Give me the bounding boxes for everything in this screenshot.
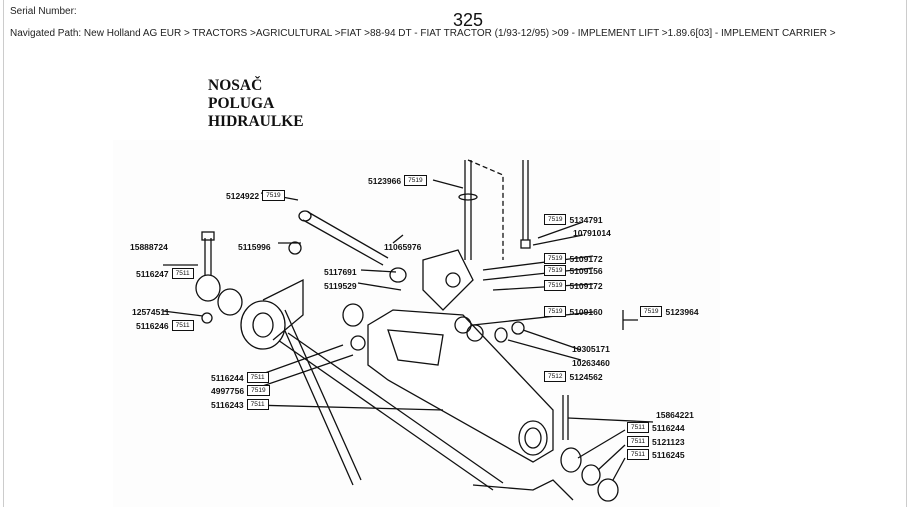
callout: 5119529 (324, 281, 357, 291)
group-code: 7511 (627, 422, 649, 433)
group-code: 7519 (544, 280, 567, 291)
title-line: POLUGA (208, 95, 275, 112)
group-code: 7511 (627, 436, 649, 447)
part-number: 5117691 (324, 267, 357, 277)
group-code: 7519 (544, 253, 567, 264)
part-number: 5134791 (569, 214, 603, 225)
serial-number-label: Serial Number: (10, 6, 77, 17)
title-line: HIDRAULKE (208, 113, 304, 130)
part-number: 10791014 (573, 228, 611, 238)
group-code: 7519 (544, 306, 567, 317)
callout: 5117691 (324, 267, 357, 277)
part-number: 10263460 (572, 358, 610, 368)
part-number: 15888724 (130, 242, 168, 252)
part-number: 5116247 (136, 268, 169, 279)
part-number: 11065976 (384, 242, 422, 252)
group-code: 7519 (262, 190, 285, 201)
part-number: 5116243 (211, 399, 244, 410)
part-number: 5116245 (651, 449, 685, 460)
part-number: 5116244 (651, 422, 685, 433)
part-number: 12574511 (132, 307, 170, 317)
group-code: 7519 (247, 385, 270, 396)
callout: 15864221 (656, 410, 694, 420)
callout: 10263460 (572, 358, 610, 368)
group-code: 7519 (404, 175, 427, 186)
group-code: 7511 (627, 449, 649, 460)
part-number: 4997756 (211, 385, 245, 396)
group-code: 7512 (544, 371, 567, 382)
diagram-title: NOSAČ POLUGA HIDRAULKE (208, 77, 304, 131)
callout: 11065976 (384, 242, 421, 252)
page-number: 325 (453, 10, 484, 30)
part-number: 5109172 (569, 253, 603, 264)
breadcrumb: Navigated Path: New Holland AG EUR > TRA… (10, 28, 836, 39)
page-frame (3, 0, 907, 507)
callout: 10305171 (572, 344, 610, 354)
part-number: 5121123 (651, 436, 685, 447)
part-number: 5109172 (569, 280, 603, 291)
group-code: 7511 (246, 399, 269, 410)
callout: 10791014 (573, 228, 611, 238)
group-code: 7511 (171, 268, 194, 279)
part-number: 5115996 (238, 242, 271, 252)
part-number: 5116246 (136, 320, 169, 331)
callout: 15888724 (130, 242, 168, 252)
group-code: 7519 (544, 265, 567, 276)
part-number: 5123966 (368, 175, 402, 186)
part-number: 5119529 (324, 281, 357, 291)
part-number: 5124562 (569, 371, 603, 382)
part-number: 15864221 (656, 410, 694, 420)
group-code: 7511 (246, 372, 269, 383)
title-line: NOSAČ (208, 77, 263, 94)
part-number: 5116244 (211, 372, 244, 383)
group-code: 7511 (171, 320, 194, 331)
parts-diagram (113, 140, 720, 507)
group-code: 7519 (544, 214, 567, 225)
group-code: 7519 (640, 306, 663, 317)
callout: 5115996 (238, 242, 271, 252)
callout: 12574511 (132, 307, 169, 317)
part-number: 5109156 (569, 265, 603, 276)
part-number: 5124922 (226, 190, 260, 201)
part-number: 10305171 (572, 344, 610, 354)
part-number: 5109160 (569, 306, 603, 317)
part-number: 5123964 (665, 306, 699, 317)
